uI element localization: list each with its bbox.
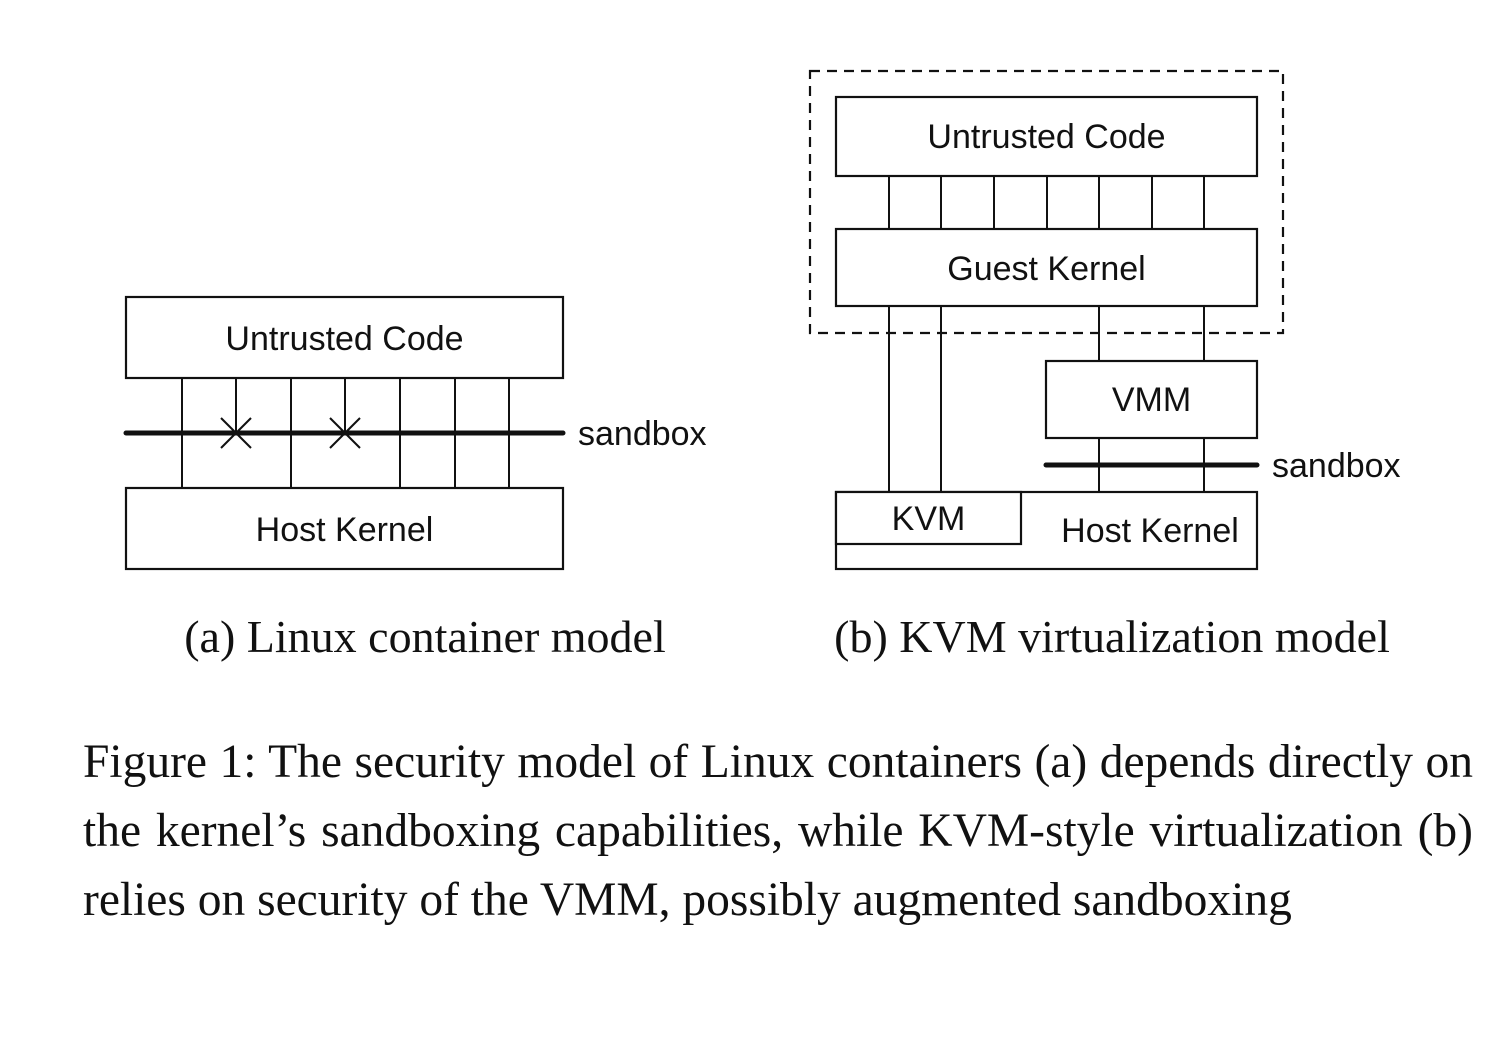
guest-kernel-box: Guest Kernel bbox=[834, 227, 1259, 308]
untrusted-code-label-b: Untrusted Code bbox=[927, 118, 1165, 156]
vm-boundary-dashed bbox=[808, 69, 1285, 335]
diagram-b-kvm-virtualization: Untrusted Code Guest Kernel VMM sandbox … bbox=[808, 69, 1401, 662]
guest-kernel-label: Guest Kernel bbox=[947, 250, 1145, 288]
figure-diagrams: Untrusted Code Host Kernel sandbox (a) L… bbox=[123, 69, 1401, 662]
sandbox-label-b: sandbox bbox=[1272, 447, 1401, 485]
untrusted-code-box-a: Untrusted Code bbox=[124, 295, 565, 380]
untrusted-code-label-a: Untrusted Code bbox=[225, 320, 463, 358]
host-kernel-label-a: Host Kernel bbox=[256, 511, 434, 549]
host-kernel-label-b: Host Kernel bbox=[1061, 512, 1239, 550]
kvm-label: KVM bbox=[892, 500, 966, 538]
blocked-syscall-cross-1 bbox=[220, 417, 252, 449]
subcaption-a: (a) Linux container model bbox=[184, 611, 666, 662]
untrusted-code-box-b: Untrusted Code bbox=[834, 95, 1259, 178]
vmm-box: VMM bbox=[1044, 359, 1259, 440]
blocked-syscall-cross-2 bbox=[329, 417, 361, 449]
figure-caption: Figure 1: The security model of Linux co… bbox=[83, 736, 1473, 926]
guest-to-kvm-lines bbox=[888, 306, 942, 492]
vmm-label: VMM bbox=[1112, 381, 1191, 419]
host-kernel-box-a: Host Kernel bbox=[124, 486, 565, 571]
kvm-box: KVM bbox=[834, 490, 1023, 546]
sandbox-label-a: sandbox bbox=[578, 415, 707, 453]
diagram-a-linux-container: Untrusted Code Host Kernel sandbox (a) L… bbox=[123, 295, 707, 662]
guest-to-vmm-lines bbox=[1098, 306, 1205, 361]
syscall-lines-b bbox=[888, 176, 1205, 229]
subcaption-b: (b) KVM virtualization model bbox=[834, 611, 1390, 662]
